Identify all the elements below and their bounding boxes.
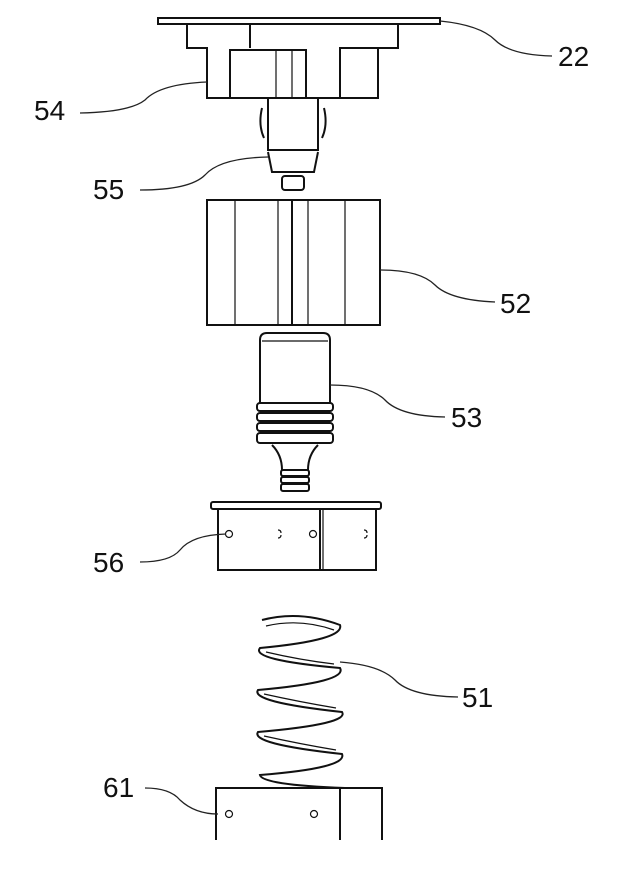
label-52: 52 [500, 288, 531, 319]
part-56-box [210, 501, 382, 571]
part-22-plate [157, 17, 441, 25]
part-55-connector [259, 98, 327, 191]
part-53-transducer [256, 332, 334, 492]
label-51: 51 [462, 682, 493, 713]
leader-54 [79, 81, 208, 114]
label-56: 56 [93, 547, 124, 578]
part-51-spring [256, 615, 346, 789]
label-54: 54 [34, 95, 65, 126]
part-52-block [206, 199, 381, 326]
label-61: 61 [103, 772, 134, 803]
leader-22 [439, 20, 553, 57]
part-61-base [215, 787, 383, 840]
part-54-housing [186, 24, 399, 99]
leader-52 [379, 269, 496, 303]
label-53: 53 [451, 402, 482, 433]
leader-51 [339, 661, 459, 698]
leader-61 [144, 787, 219, 815]
label-55: 55 [93, 174, 124, 205]
leader-56 [139, 533, 227, 563]
leader-53 [329, 384, 446, 418]
leader-55 [139, 156, 269, 191]
label-22: 22 [558, 41, 589, 72]
